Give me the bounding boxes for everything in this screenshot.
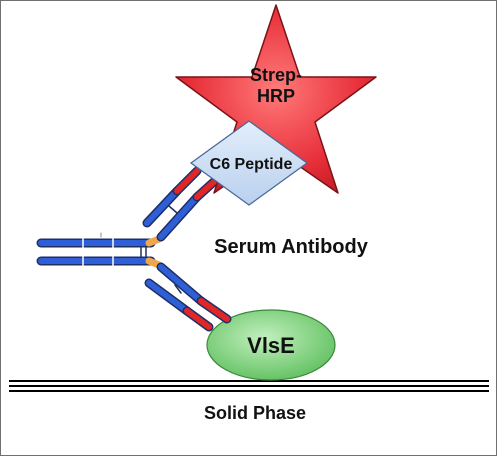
strep-label-line2: HRP — [257, 86, 295, 106]
serum-antibody — [36, 166, 232, 332]
c6-peptide-label: C6 Peptide — [210, 156, 293, 173]
strep-label-line1: Strep- — [250, 65, 302, 85]
c6-peptide-diamond — [189, 120, 309, 206]
solid-phase-lines — [9, 380, 489, 392]
vlse-ellipse — [206, 309, 336, 381]
vlse-label: VlsE — [247, 333, 295, 358]
solid-phase-label: Solid Phase — [204, 403, 306, 423]
serum-antibody-label: Serum Antibody — [214, 236, 369, 258]
